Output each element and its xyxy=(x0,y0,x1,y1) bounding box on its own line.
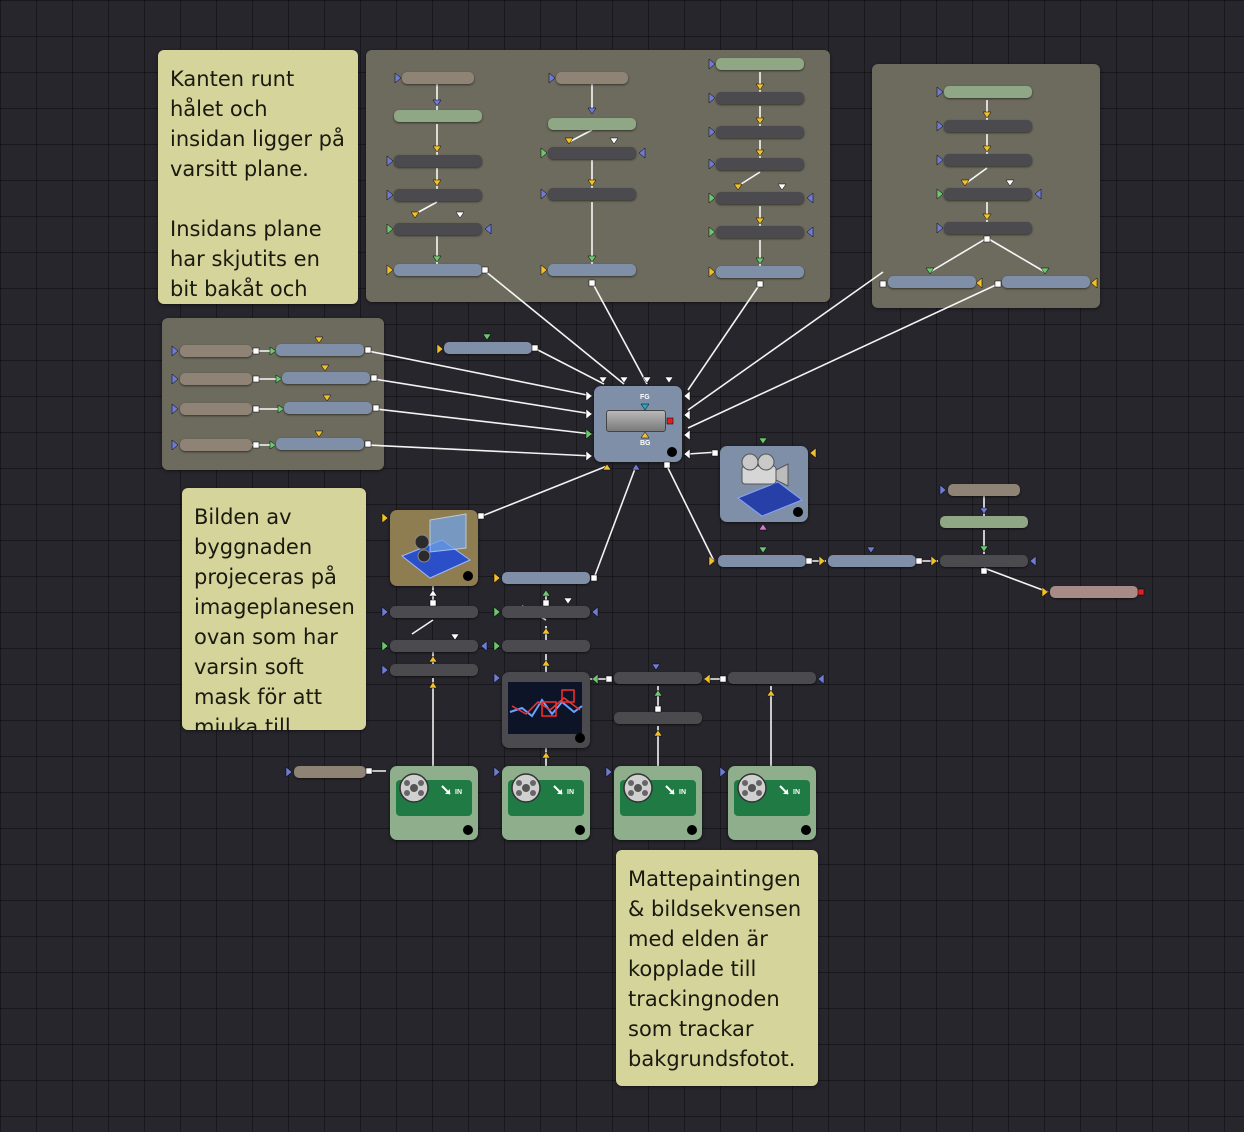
node-image-plane[interactable] xyxy=(282,372,370,384)
view-indicator xyxy=(575,733,585,743)
node-transform[interactable] xyxy=(502,640,590,652)
node-transform[interactable] xyxy=(716,126,804,138)
node-transform[interactable] xyxy=(716,226,804,238)
film-reel-loader-icon xyxy=(508,773,584,816)
bg-label: BG xyxy=(640,440,651,447)
node-plane-material[interactable] xyxy=(944,86,1032,98)
node-image-plane[interactable] xyxy=(276,344,364,356)
note-paragraph: Bilden av byggnaden projeceras på imagep… xyxy=(194,505,355,730)
note-paragraph: Kanten runt hålet och insidan ligger på … xyxy=(170,67,345,181)
node-image-plane[interactable] xyxy=(444,342,532,354)
loader-node[interactable]: IN xyxy=(728,766,816,840)
node-merge[interactable] xyxy=(614,672,702,684)
tracker-node[interactable] xyxy=(502,672,590,748)
node-soft-mask[interactable] xyxy=(390,664,478,676)
node-plane-material[interactable] xyxy=(940,516,1028,528)
node-transform[interactable] xyxy=(614,712,702,724)
node-transform[interactable] xyxy=(394,189,482,201)
node-image-plane[interactable] xyxy=(276,438,364,450)
sticky-note-hole-plane[interactable]: Kanten runt hålet och insidan ligger på … xyxy=(158,50,358,304)
view-indicator xyxy=(793,507,803,517)
projector-node[interactable] xyxy=(390,510,478,586)
camera-3d-node[interactable] xyxy=(720,446,808,522)
node-merge-mask[interactable] xyxy=(390,640,478,652)
node-transform[interactable] xyxy=(944,222,1032,234)
view-indicator xyxy=(801,825,811,835)
node-saver-output[interactable] xyxy=(1050,586,1138,598)
loader-node[interactable]: IN xyxy=(502,766,590,840)
node-plane-material[interactable] xyxy=(716,58,804,70)
node-plane-source[interactable] xyxy=(556,72,628,84)
sticky-note-projection[interactable]: Bilden av byggnaden projeceras på imagep… xyxy=(182,488,366,730)
note-paragraph: Mattepaintingen & bildsekvensen med elde… xyxy=(628,867,802,1071)
node-source[interactable] xyxy=(180,373,252,385)
node-source[interactable] xyxy=(180,439,252,451)
projector-icon xyxy=(401,513,471,579)
loader-badge: IN xyxy=(567,789,574,796)
node-transform[interactable] xyxy=(728,672,816,684)
camera-3d-icon xyxy=(736,453,804,517)
node-transform[interactable] xyxy=(716,158,804,170)
view-indicator xyxy=(575,825,585,835)
node-merge-mask[interactable] xyxy=(394,223,482,235)
node-image-plane[interactable] xyxy=(502,572,590,584)
view-indicator xyxy=(463,571,473,581)
node-image-plane[interactable] xyxy=(1002,276,1090,288)
node-merge-mask[interactable] xyxy=(548,147,636,159)
node-source[interactable] xyxy=(294,766,366,778)
node-transform[interactable] xyxy=(394,155,482,167)
merge-3d-icon xyxy=(606,410,666,432)
loader-badge: IN xyxy=(455,789,462,796)
loader-badge: IN xyxy=(793,789,800,796)
node-transform[interactable] xyxy=(390,606,478,618)
node-transform[interactable] xyxy=(716,92,804,104)
loader-badge: IN xyxy=(679,789,686,796)
node-image-plane[interactable] xyxy=(716,266,804,278)
sticky-note-tracking[interactable]: Mattepaintingen & bildsekvensen med elde… xyxy=(616,850,818,1086)
view-indicator xyxy=(463,825,473,835)
film-reel-loader-icon xyxy=(620,773,696,816)
node-merge[interactable] xyxy=(940,555,1028,567)
node-image-plane[interactable] xyxy=(394,264,482,276)
node-image-plane[interactable] xyxy=(888,276,976,288)
tracker-preview-icon xyxy=(508,682,583,734)
node-camera-output[interactable] xyxy=(718,555,806,567)
node-transform[interactable] xyxy=(548,188,636,200)
view-indicator xyxy=(667,447,677,457)
film-reel-loader-icon xyxy=(396,773,472,816)
node-renderer[interactable] xyxy=(828,555,916,567)
node-plane-material[interactable] xyxy=(548,118,636,130)
node-plane-source[interactable] xyxy=(402,72,474,84)
view-indicator xyxy=(687,825,697,835)
node-image-plane[interactable] xyxy=(548,264,636,276)
node-source[interactable] xyxy=(180,345,252,357)
node-merge-mask[interactable] xyxy=(502,606,590,618)
note-paragraph: Insidans plane har skjutits en bit bakåt… xyxy=(170,217,322,301)
node-merge-mask[interactable] xyxy=(944,188,1032,200)
node-transform[interactable] xyxy=(944,120,1032,132)
node-transform[interactable] xyxy=(944,154,1032,166)
loader-node[interactable]: IN xyxy=(614,766,702,840)
film-reel-loader-icon xyxy=(734,773,810,816)
node-merge-mask[interactable] xyxy=(716,192,804,204)
node-plane-material[interactable] xyxy=(394,110,482,122)
node-source[interactable] xyxy=(948,484,1020,496)
node-source[interactable] xyxy=(180,403,252,415)
fg-label: FG xyxy=(640,394,650,401)
loader-node[interactable]: IN xyxy=(390,766,478,840)
node-image-plane[interactable] xyxy=(284,402,372,414)
